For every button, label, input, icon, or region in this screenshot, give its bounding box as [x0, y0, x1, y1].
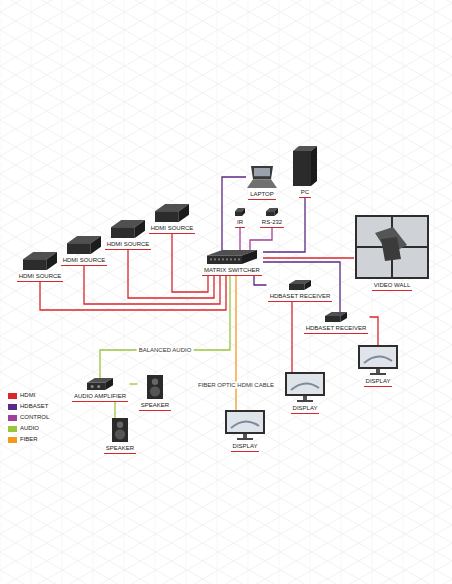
device-icon — [266, 208, 278, 216]
device-label: DISPLAY — [364, 377, 393, 387]
device: PC — [292, 146, 318, 198]
cable-line — [250, 228, 272, 250]
device: IR — [234, 208, 246, 228]
legend-swatch — [8, 415, 17, 421]
device-icon — [325, 312, 347, 322]
device-label: RS-232 — [260, 218, 284, 228]
device: DISPLAY — [224, 410, 266, 452]
device-label: HDBASET RECEIVER — [304, 324, 369, 334]
device: AUDIO AMPLIFIER — [71, 378, 130, 402]
cable-line — [172, 234, 208, 292]
device-label: DISPLAY — [291, 404, 320, 414]
cable-line — [130, 383, 138, 384]
device: HDMI SOURCE — [104, 220, 153, 250]
device-icon — [355, 215, 429, 279]
legend-swatch — [8, 426, 17, 432]
legend-entry: CONTROL — [8, 414, 49, 421]
cable-label: BALANCED AUDIO — [137, 347, 194, 354]
device: MATRIX SWITCHER — [201, 250, 263, 276]
cable-line — [222, 177, 246, 250]
device-icon — [225, 410, 265, 440]
device: RS-232 — [259, 208, 286, 228]
cable-line — [114, 402, 115, 418]
device-icon — [207, 250, 257, 264]
device-label: AUDIO AMPLIFIER — [72, 392, 128, 402]
device-label: IR — [235, 218, 245, 228]
device-icon — [23, 252, 57, 270]
legend-text: HDMI — [20, 392, 35, 399]
legend-entry: HDBASET — [8, 403, 48, 410]
device: VIDEO WALL — [354, 215, 430, 291]
device-icon — [67, 236, 101, 254]
device-label: HDMI SOURCE — [61, 256, 108, 266]
device: HDMI SOURCE — [148, 204, 197, 234]
legend-swatch — [8, 393, 17, 399]
legend-text: AUDIO — [20, 425, 39, 432]
device: SPEAKER — [138, 375, 173, 411]
device-label: LAPTOP — [248, 190, 276, 200]
legend-text: HDBASET — [20, 403, 48, 410]
cable-line — [235, 276, 236, 410]
device-icon — [235, 208, 245, 216]
legend-entry: FIBER — [8, 436, 38, 443]
device: HDMI SOURCE — [60, 236, 109, 266]
cable-label: FIBER OPTIC HDMI CABLE — [196, 382, 276, 389]
device-label: HDMI SOURCE — [149, 224, 196, 234]
cable-line — [263, 262, 340, 312]
device: LAPTOP — [246, 166, 278, 200]
device: DISPLAY — [357, 345, 399, 387]
cable-line — [291, 302, 292, 372]
device-label: MATRIX SWITCHER — [202, 266, 262, 276]
legend-text: FIBER — [20, 436, 38, 443]
cable-line — [370, 317, 379, 345]
device: DISPLAY — [284, 372, 326, 414]
device-icon — [285, 372, 325, 402]
device: HDBASET RECEIVER — [303, 312, 370, 334]
device-label: PC — [299, 188, 311, 198]
legend-swatch — [8, 404, 17, 410]
cable-line — [239, 228, 240, 250]
cable-line — [254, 276, 267, 285]
device: SPEAKER — [103, 418, 138, 454]
device-label: HDBASET RECEIVER — [268, 292, 333, 302]
device-label: SPEAKER — [104, 444, 136, 454]
device-icon — [87, 378, 113, 390]
device-label: VIDEO WALL — [372, 281, 412, 291]
device-icon — [147, 375, 163, 399]
device-icon — [247, 166, 277, 188]
legend-text: CONTROL — [20, 414, 49, 421]
device-label: DISPLAY — [231, 442, 260, 452]
legend-entry: HDMI — [8, 392, 35, 399]
device-icon — [111, 220, 145, 238]
device-icon — [112, 418, 128, 442]
device: HDMI SOURCE — [16, 252, 65, 282]
device-icon — [358, 345, 398, 375]
device-icon — [293, 146, 317, 186]
device-icon — [289, 280, 311, 290]
device-label: HDMI SOURCE — [105, 240, 152, 250]
device-label: SPEAKER — [139, 401, 171, 411]
device: HDBASET RECEIVER — [267, 280, 334, 302]
legend-entry: AUDIO — [8, 425, 39, 432]
cable-line — [263, 257, 354, 258]
legend-swatch — [8, 437, 17, 443]
device-icon — [155, 204, 189, 222]
cable-line — [40, 276, 226, 310]
device-label: HDMI SOURCE — [17, 272, 64, 282]
cable-line — [100, 276, 230, 378]
